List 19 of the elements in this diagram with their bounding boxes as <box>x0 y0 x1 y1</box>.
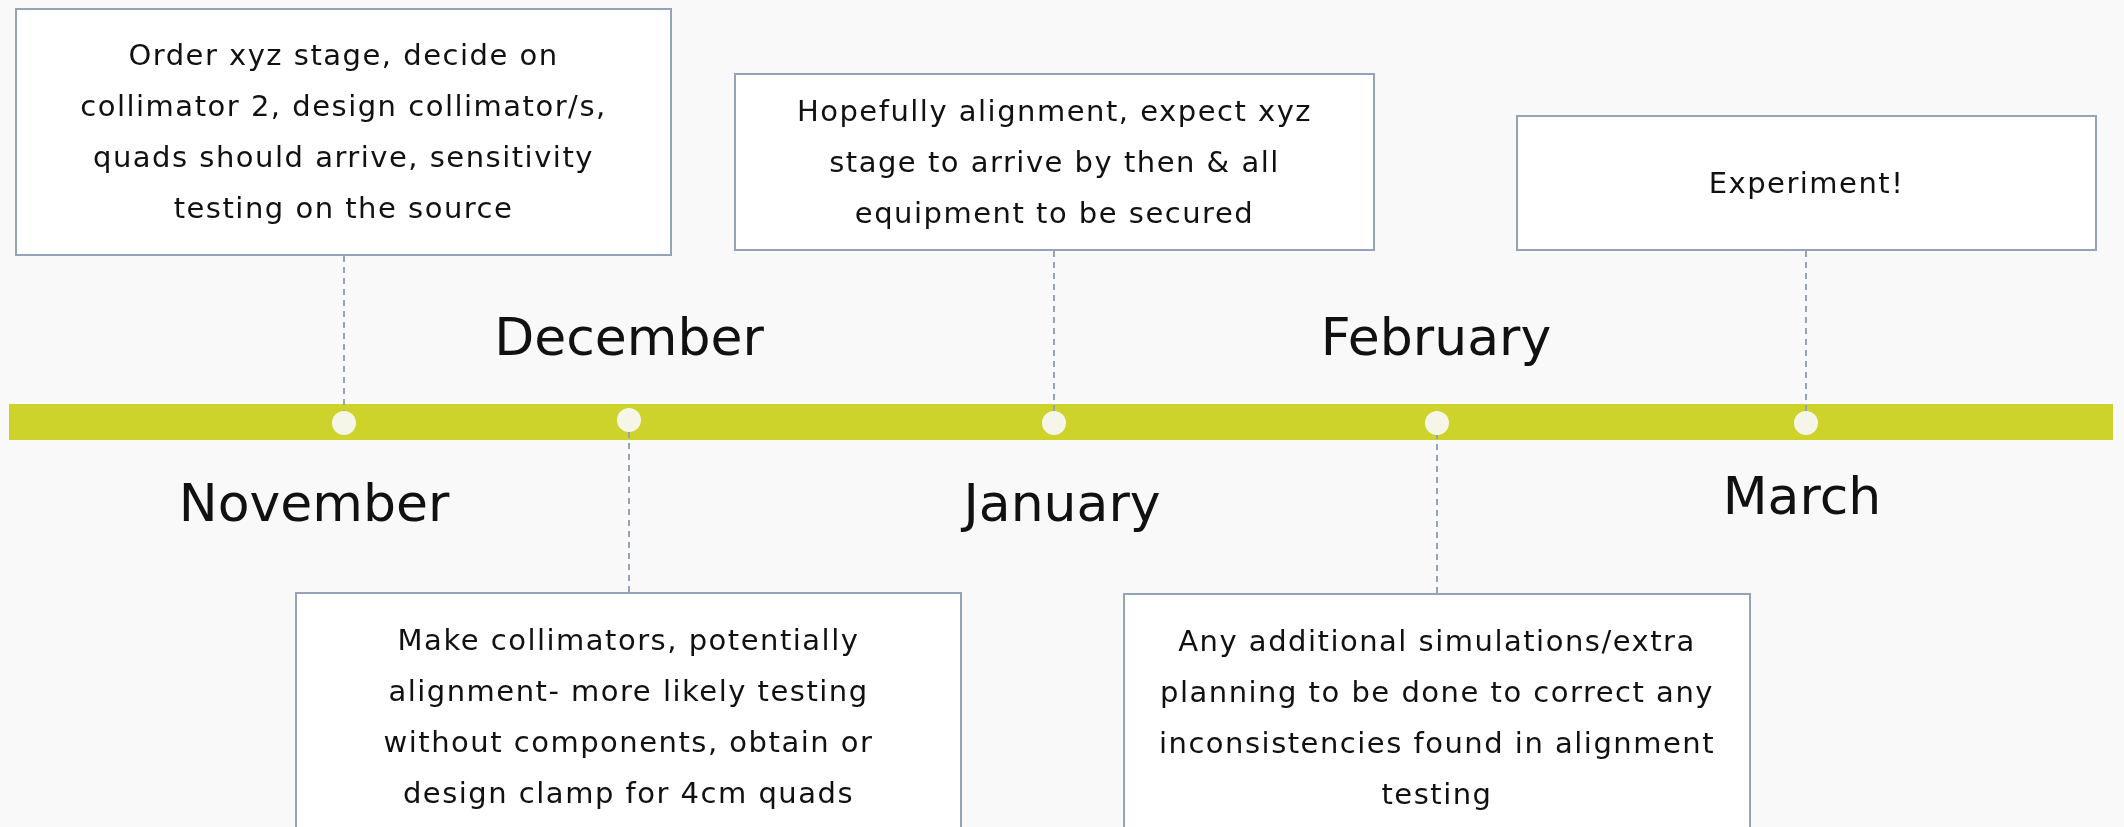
milestone-text: Make collimators, potentially alignment- more likely testing without components, obtain or design clamp for 4cm quads <box>382 622 875 812</box>
milestone-box <box>15 8 672 256</box>
milestone-text: Hopefully alignment, expect xyz stage to arrive by then & all equipment to be secured <box>795 92 1314 232</box>
month-label: February <box>1320 307 1552 367</box>
milestone-box <box>1516 115 2097 251</box>
leader-line <box>343 255 345 412</box>
milestone-box <box>295 592 962 827</box>
milestone-box <box>1123 593 1751 827</box>
milestone-text: Experiment! <box>1708 164 1905 202</box>
leader-line <box>1805 250 1807 412</box>
leader-line <box>1053 250 1055 412</box>
month-label: December <box>494 307 764 367</box>
milestone-text: Any additional simulations/extra planning to be done to correct any inconsistencies found in alignment testing <box>1157 623 1717 813</box>
leader-line <box>1436 434 1438 594</box>
milestone-text: Order xyz stage, decide on collimator 2, design collimator/s, quads should arrive, sensitivity testing on the source <box>79 37 608 227</box>
milestone-box <box>734 73 1375 251</box>
month-label: March <box>1722 466 1882 526</box>
leader-line <box>628 431 630 593</box>
month-label: November <box>178 473 450 533</box>
